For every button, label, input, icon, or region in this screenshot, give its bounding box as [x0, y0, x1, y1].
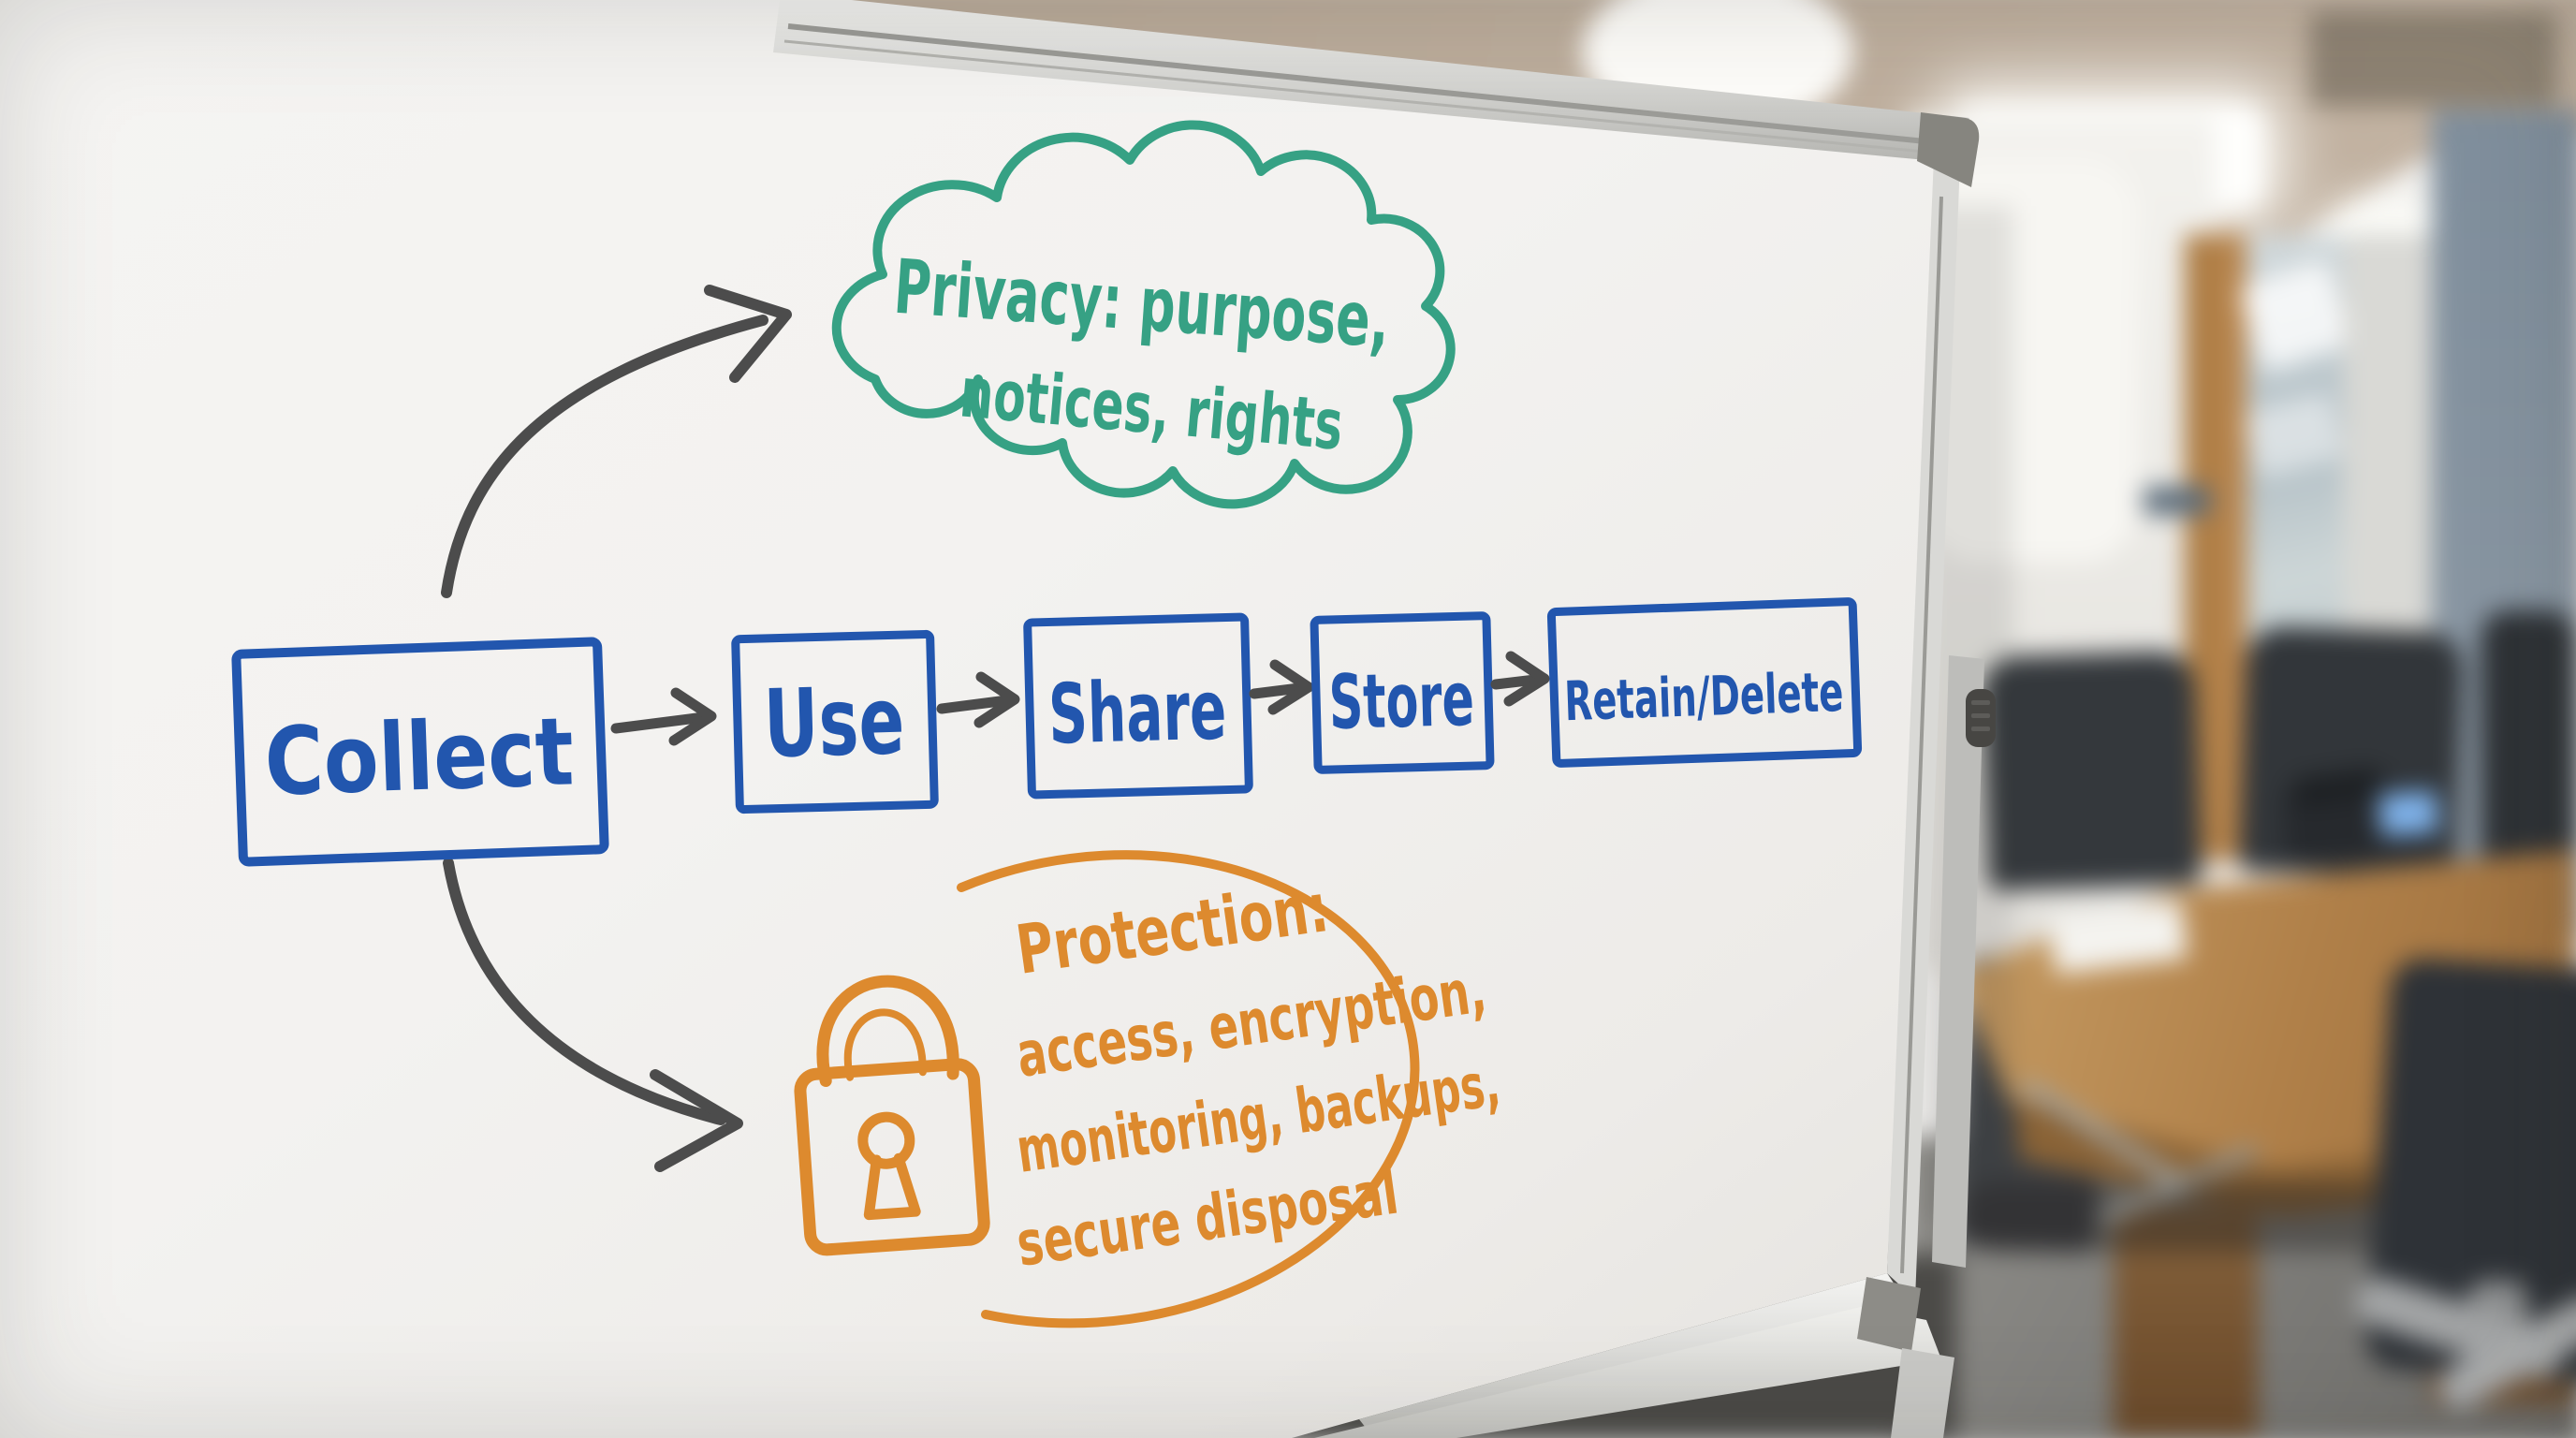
curved-arrow-to-protection-head [650, 1069, 743, 1172]
flow-box-share [1023, 612, 1253, 800]
curved-arrow-to-protection [443, 858, 726, 1125]
curved-arrow-to-privacy [441, 315, 768, 598]
flow-box-collect [231, 637, 609, 867]
padlock-shackle-inner [844, 1008, 927, 1081]
arrow-use-share-head [973, 671, 1020, 728]
arrow-store-retain [1490, 674, 1541, 690]
flow-label-collect: Collect [263, 697, 576, 816]
privacy-cloud-shape [831, 120, 1456, 509]
padlock-keyhole-stem [863, 1152, 921, 1221]
flow-box-store [1310, 611, 1495, 774]
flow-label-share: Share [1047, 662, 1228, 763]
whiteboard-frame-top [773, 0, 1969, 161]
frame-top-groove-2 [783, 39, 1944, 155]
table-pedestal [2114, 1206, 2258, 1438]
stand-knob-ridge-2 [1971, 713, 1990, 718]
arrow-collect-use-head [668, 687, 717, 746]
door-sign [2144, 487, 2211, 515]
padlock-body [794, 1058, 990, 1256]
stand-leg [1891, 1348, 1954, 1438]
padlock-shackle-outer [816, 975, 959, 1088]
frame-corner-cap-bottom [1857, 1277, 1921, 1352]
protection-bubble [957, 850, 1420, 1328]
flow-label-store: Store [1328, 655, 1475, 746]
arrow-store-retain-head [1503, 651, 1550, 707]
wall-bright-spot [1924, 159, 2139, 562]
arrow-share-store-head [1267, 659, 1314, 715]
padlock-icon [794, 975, 990, 1256]
flow-label-use: Use [763, 666, 906, 779]
marker-tray [1314, 1307, 1941, 1438]
stand-post [1932, 655, 1984, 1268]
stand-knob-ridge-3 [1971, 726, 1990, 731]
office-chair-back-3 [2481, 610, 2576, 882]
arrow-collect-use [610, 712, 710, 734]
ceiling-vent [2310, 11, 2557, 107]
padlock-keyhole [857, 1111, 915, 1169]
frame-corner-cap [1917, 112, 1980, 187]
arrow-share-store [1249, 682, 1305, 699]
curved-arrow-to-privacy-head [704, 285, 792, 383]
flow-box-retain-delete [1546, 597, 1863, 768]
frame-right-groove [1900, 196, 1943, 1274]
arrow-use-share [936, 695, 1013, 714]
stand-knob-ridge [1971, 700, 1990, 705]
flow-label-retain-delete: Retain/Delete [1563, 660, 1844, 733]
frame-top-groove [787, 23, 1954, 147]
flow-box-use [731, 629, 939, 814]
